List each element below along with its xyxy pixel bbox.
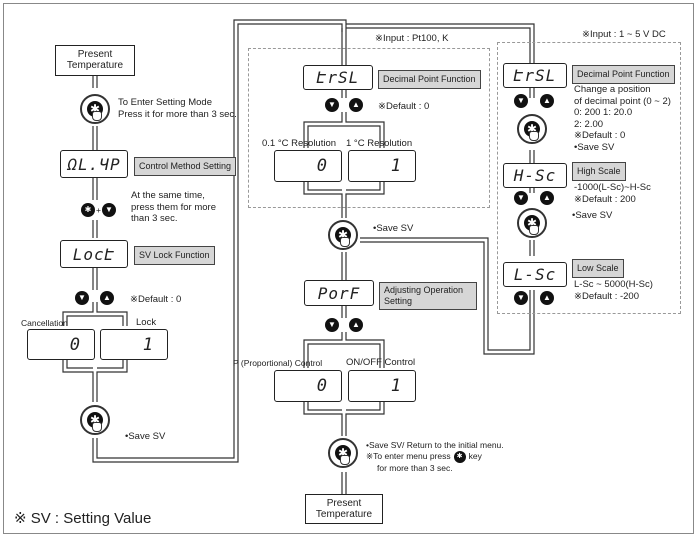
set-button-icon[interactable]: ✱: [517, 208, 547, 238]
control-value-1: 1: [348, 370, 416, 402]
resolution-value-0: 0: [274, 150, 342, 182]
up-arrow-icon: ▲: [100, 291, 114, 305]
down-arrow-icon: ▼: [325, 318, 339, 332]
lock-label: Lock: [136, 317, 157, 328]
decimal-point-tag: Decimal Point Function: [572, 65, 675, 84]
set-button-icon[interactable]: ✱: [328, 220, 358, 250]
lock-display: LocԷ: [60, 240, 128, 268]
middle-dashed-region: [248, 48, 490, 208]
up-arrow-icon: ▲: [540, 291, 554, 305]
input-voltage-note: ※Input : 1 ~ 5 V DC: [582, 29, 666, 40]
set-button-icon[interactable]: ✱: [80, 405, 110, 435]
onoff-control-label: ON/OFF Control: [346, 357, 416, 368]
lock-default-note: ※Default : 0: [130, 294, 182, 305]
resolution-1-label: 1 °C Resolution: [346, 138, 413, 149]
down-arrow-icon: ▼: [514, 191, 528, 205]
hand-press-icon: [529, 225, 539, 235]
lock-value-1: 1: [100, 329, 168, 360]
resolution-01-label: 0.1 °C Resolution: [262, 138, 337, 149]
save-sv-note: •Save SV: [572, 210, 613, 221]
down-arrow-icon: ▼: [102, 203, 116, 217]
down-arrow-icon: ▼: [514, 291, 528, 305]
control-method-display: ΩL.ЧP: [60, 150, 128, 178]
low-scale-note: L-Sc ~ 5000(H-Sc)※Default : -200: [574, 279, 653, 302]
up-arrow-icon: ▲: [540, 94, 554, 108]
decimal-point-display: ԷrSL: [303, 65, 373, 90]
diagram-frame: [3, 3, 694, 534]
up-arrow-icon: ▲: [349, 318, 363, 332]
set-key-icon: ✱: [453, 450, 466, 463]
resolution-value-1: 1: [348, 150, 416, 182]
hand-press-icon: [92, 111, 102, 121]
high-scale-tag: High Scale: [572, 162, 626, 181]
set-button-icon[interactable]: ✱: [517, 114, 547, 144]
hand-press-icon: [92, 422, 102, 432]
return-menu-note: •Save SV/ Return to the initial menu. ※T…: [366, 440, 504, 473]
set-key-icon: ✱: [81, 203, 95, 217]
input-pt100-note: ※Input : Pt100, K: [375, 33, 449, 44]
control-value-0: 0: [274, 370, 342, 402]
up-arrow-icon: ▲: [540, 191, 554, 205]
control-method-tag: Control Method Setting: [134, 157, 237, 176]
high-scale-display: H-Sc: [503, 163, 567, 188]
save-sv-note: •Save SV: [125, 431, 166, 442]
down-arrow-icon: ▼: [75, 291, 89, 305]
decimal-point-tag: Decimal Point Function: [378, 70, 481, 89]
hand-press-icon: [529, 131, 539, 141]
hand-press-icon: [340, 237, 350, 247]
up-arrow-icon: ▲: [349, 98, 363, 112]
plus-sign: +: [96, 205, 101, 215]
set-button-icon[interactable]: ✱: [80, 94, 110, 124]
low-scale-tag: Low Scale: [572, 259, 624, 278]
cancellation-label: Cancellation: [21, 318, 68, 328]
dp-default-note: ※Default : 0: [378, 101, 430, 112]
down-arrow-icon: ▼: [325, 98, 339, 112]
set-button-icon[interactable]: ✱: [328, 438, 358, 468]
lock-value-0: 0: [27, 329, 95, 360]
right-dashed-region: [497, 42, 681, 314]
high-scale-note: -1000(L-Sc)~H-Sc※Default : 200: [574, 182, 651, 205]
p-control-label: P (Proportional) Control: [233, 358, 323, 368]
sv-lock-tag: SV Lock Function: [134, 246, 215, 265]
decimal-point-display: ԷrSL: [503, 63, 567, 88]
sv-footnote: ※ SV : Setting Value: [14, 510, 152, 527]
save-sv-note: •Save SV: [373, 223, 414, 234]
down-arrow-icon: ▼: [514, 94, 528, 108]
porf-display: PorF: [304, 280, 374, 306]
low-scale-display: L-Sc: [503, 262, 567, 287]
hand-press-icon: [340, 455, 350, 465]
